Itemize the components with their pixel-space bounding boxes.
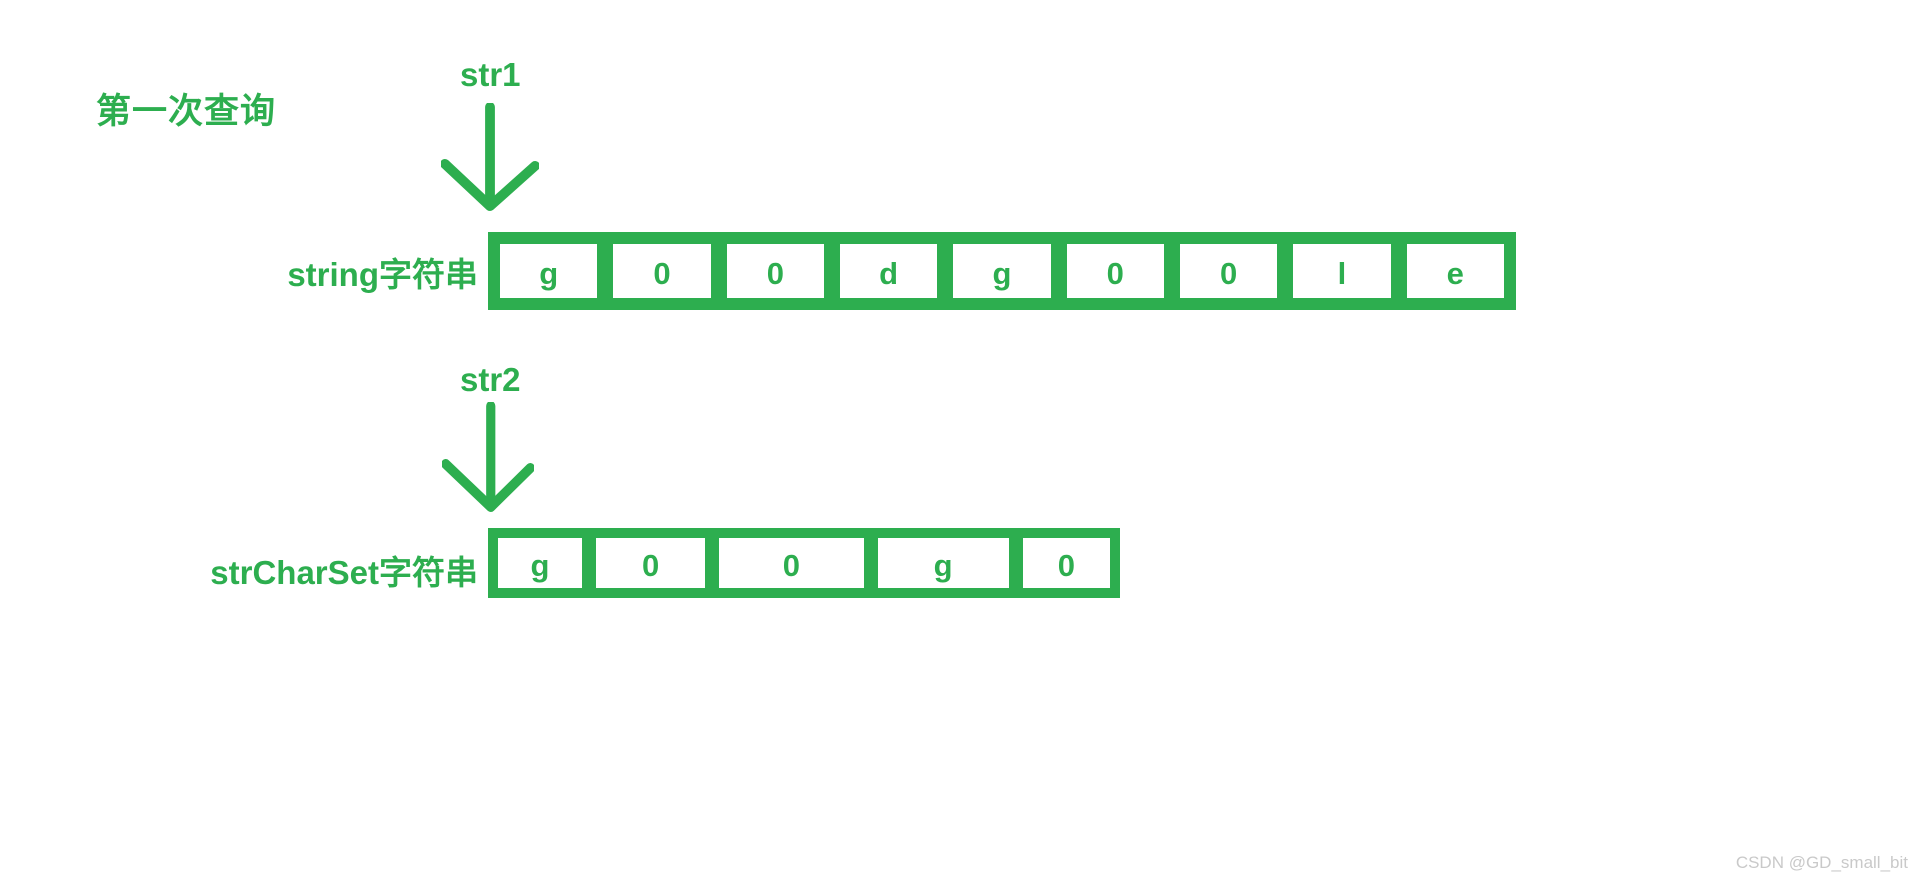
step-label: 第一次查询 <box>96 92 277 131</box>
char-cell: 0 <box>719 538 864 588</box>
char-cell: 0 <box>726 244 824 298</box>
char-cell: e <box>1406 244 1504 298</box>
char-cell: 0 <box>1066 244 1164 298</box>
down-arrow-icon <box>442 402 534 512</box>
watermark: CSDN @GD_small_bit <box>1735 853 1908 872</box>
pointer-label-str1: str1 <box>460 56 521 93</box>
char-cell: 0 <box>1179 244 1278 298</box>
pointer-label-str2: str2 <box>460 361 521 398</box>
char-cell: g <box>877 538 1009 588</box>
row-label-strcharset: strCharSet字符串 <box>210 554 478 591</box>
char-cell: d <box>839 244 938 298</box>
char-cell: g <box>500 244 598 298</box>
row-label-string: string字符串 <box>287 256 478 293</box>
char-cell: 0 <box>613 244 711 298</box>
char-cell: 0 <box>595 538 706 588</box>
char-cell: l <box>1293 244 1391 298</box>
char-cell: g <box>498 538 582 588</box>
down-arrow-icon <box>441 103 539 212</box>
char-cell: 0 <box>1022 538 1110 588</box>
char-cell: g <box>953 244 1051 298</box>
